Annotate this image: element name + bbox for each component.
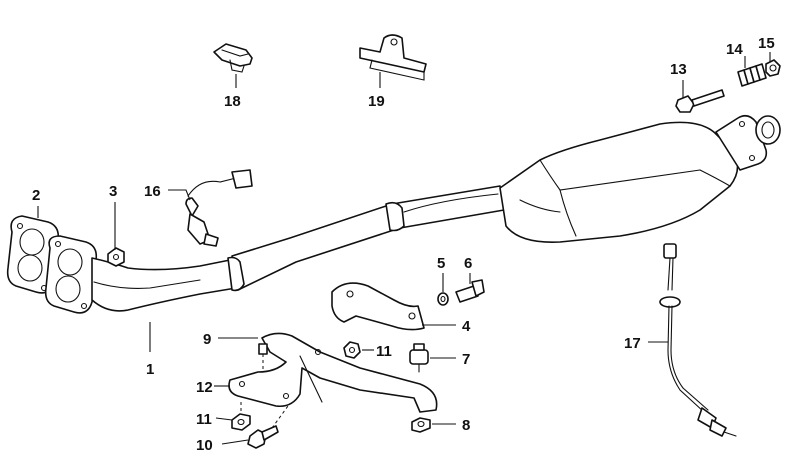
callout-12: 12 [196, 379, 213, 396]
callout-14: 14 [726, 41, 743, 58]
sensor-part-17 [659, 243, 737, 437]
nut-part-11-lower [231, 402, 251, 431]
rubber-mount-part-7 [409, 343, 429, 373]
callout-19: 19 [368, 93, 385, 110]
callout-labels: 1 2 3 4 5 6 7 8 9 10 11 11 12 13 14 15 1… [32, 35, 775, 454]
stud-part-9 [258, 343, 268, 372]
nut-part-15 [765, 59, 781, 77]
callout-5: 5 [437, 255, 445, 272]
callout-1: 1 [146, 361, 154, 378]
hanger-part-19 [359, 34, 427, 81]
support-bracket-part-12 [228, 332, 438, 413]
callout-16: 16 [144, 183, 161, 200]
clip-part-18 [213, 43, 253, 73]
callout-11-upper: 11 [376, 343, 392, 360]
oxygen-sensor-part-16 [185, 169, 253, 247]
callout-15: 15 [758, 35, 775, 52]
callout-2: 2 [32, 187, 40, 204]
callout-13: 13 [670, 61, 687, 78]
callout-3: 3 [109, 183, 117, 200]
bolt-part-13 [675, 89, 725, 113]
callout-17: 17 [624, 335, 641, 352]
nut-part-8 [411, 417, 431, 433]
front-pipe [6, 185, 505, 314]
leader-lines [37, 52, 771, 445]
bolt-part-6 [455, 279, 485, 303]
callout-4: 4 [462, 318, 471, 335]
washer-part-5 [437, 292, 449, 306]
callout-18: 18 [224, 93, 241, 110]
callout-6: 6 [464, 255, 472, 272]
callout-11-lower: 11 [196, 411, 212, 428]
callout-10: 10 [196, 437, 213, 454]
catalytic-converter [499, 114, 781, 243]
nut-part-11-upper [343, 341, 361, 359]
bracket-part-4 [331, 282, 425, 331]
callout-8: 8 [462, 417, 470, 434]
callout-9: 9 [203, 331, 211, 348]
callout-7: 7 [462, 351, 470, 368]
bolt-part-10 [247, 405, 289, 449]
spring-part-14 [737, 63, 767, 87]
nut-part-3 [107, 247, 125, 267]
